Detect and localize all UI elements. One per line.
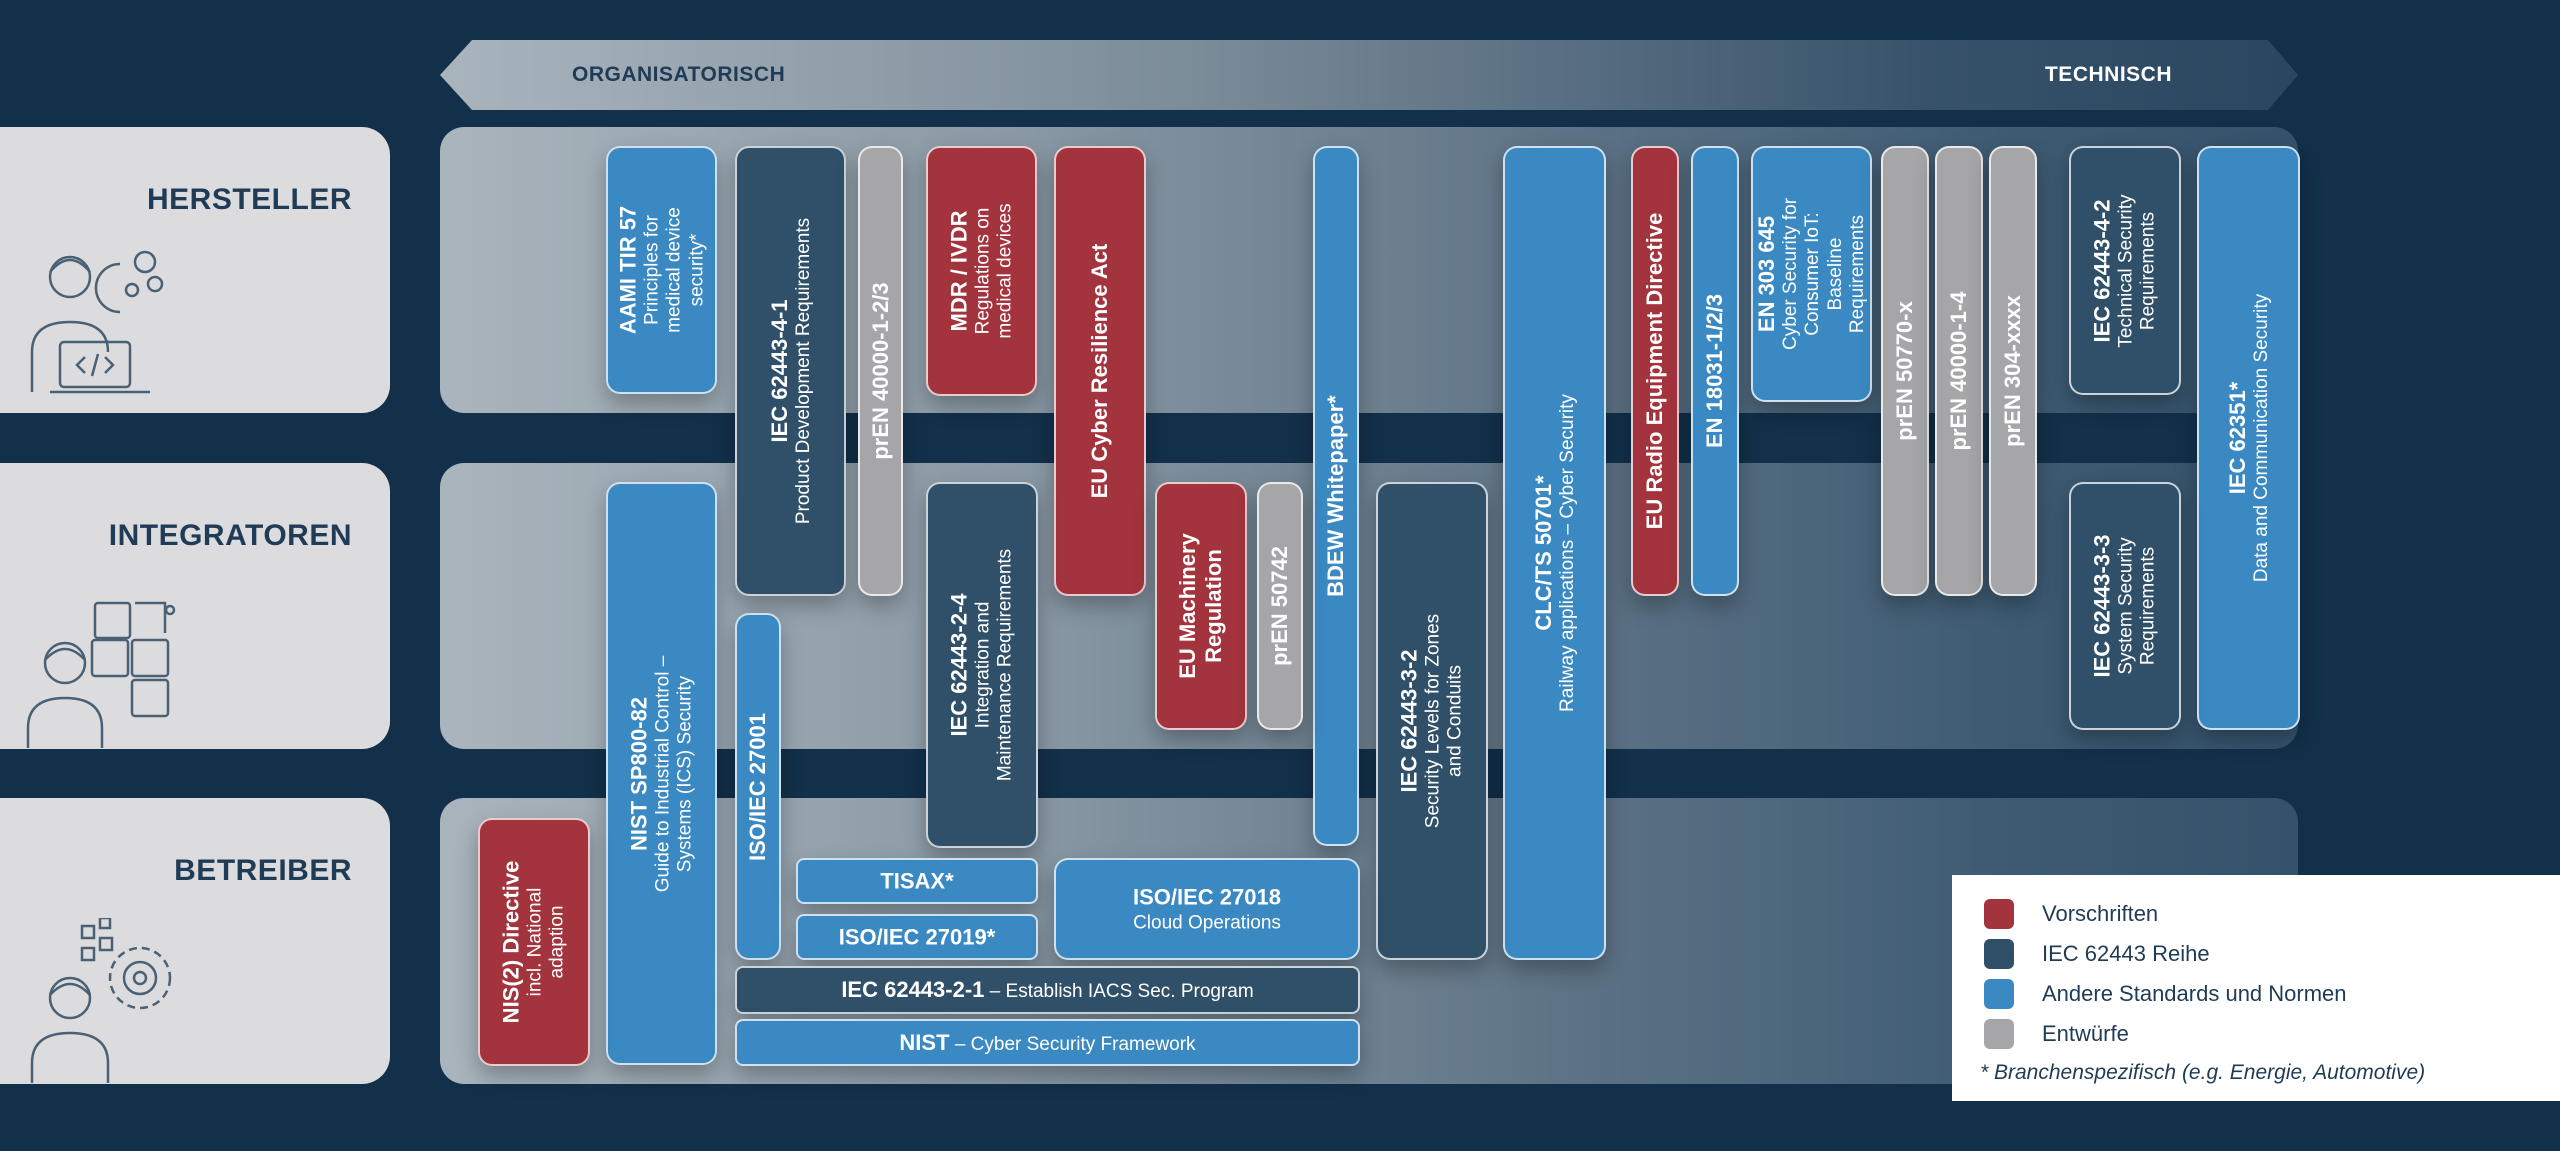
legend-label: Entwürfe [2042,1021,2129,1046]
legend-label: Vorschriften [2042,901,2159,926]
standard-iso-iec-27019: ISO/IEC 27019* [796,914,1038,960]
regulation-eu-radio-equipment-directive: EU Radio Equipment Directive [1631,146,1679,596]
standard-pren-304-xxxx: prEN 304-xxxx [1989,146,2037,596]
standard-pren-50742: prEN 50742 [1257,482,1303,730]
legend-swatch [1984,939,2014,969]
axis-left-label: ORGANISATORISCH [572,63,786,86]
row-title: INTEGRATOREN [108,519,352,552]
row-label-integratoren: INTEGRATOREN [0,463,390,749]
standard-iso-iec-27001: ISO/IEC 27001 [735,613,781,960]
legend-note: * Branchenspezifisch (e.g. Energie, Auto… [1980,1061,2426,1084]
organisational-technical-axis-arrow: ORGANISATORISCH TECHNISCH [440,40,2298,110]
legend-label: Andere Standards und Normen [2042,981,2347,1006]
legend-swatch [1984,899,2014,929]
standard-pren-40000-1-4: prEN 40000-1-4 [1935,146,1983,596]
standard-tisax: TISAX* [796,858,1038,904]
legend-swatch [1984,979,2014,1009]
standard-nist-csf: NIST – Cyber Security Framework [735,1019,1360,1066]
standard-iec-62443-2-1: IEC 62443-2-1 – Establish IACS Sec. Prog… [735,966,1360,1014]
legend-label: IEC 62443 Reihe [2042,941,2210,966]
row-title: BETREIBER [174,854,352,887]
row-label-hersteller: HERSTELLER [0,127,390,413]
standard-pren-40000-1-2-3: prEN 40000-1-2/3 [858,146,903,596]
standard-pren-50770-x: prEN 50770-x [1881,146,1929,596]
standard-clc-ts-50701: CLC/TS 50701*Railway applications – Cybe… [1503,146,1606,960]
row-label-betreiber: BETREIBER [0,798,390,1084]
axis-right-label: TECHNISCH [2044,63,2172,86]
legend-swatch [1984,1019,2014,1049]
regulation-eu-cyber-resilience-act: EU Cyber Resilience Act [1054,146,1146,596]
developer-icon [30,250,164,394]
standard-en-18031: EN 18031-1/2/3 [1691,146,1739,596]
row-title: HERSTELLER [146,183,352,216]
puzzle-person-icon [26,601,176,748]
legend: Vorschriften IEC 62443 Reihe Andere Stan… [1952,875,2560,1101]
standard-iec-62351: IEC 62351*Data and Communication Securit… [2197,146,2300,730]
gear-person-icon [30,918,172,1083]
standard-bdew-whitepaper: BDEW Whitepaper* [1313,146,1359,846]
